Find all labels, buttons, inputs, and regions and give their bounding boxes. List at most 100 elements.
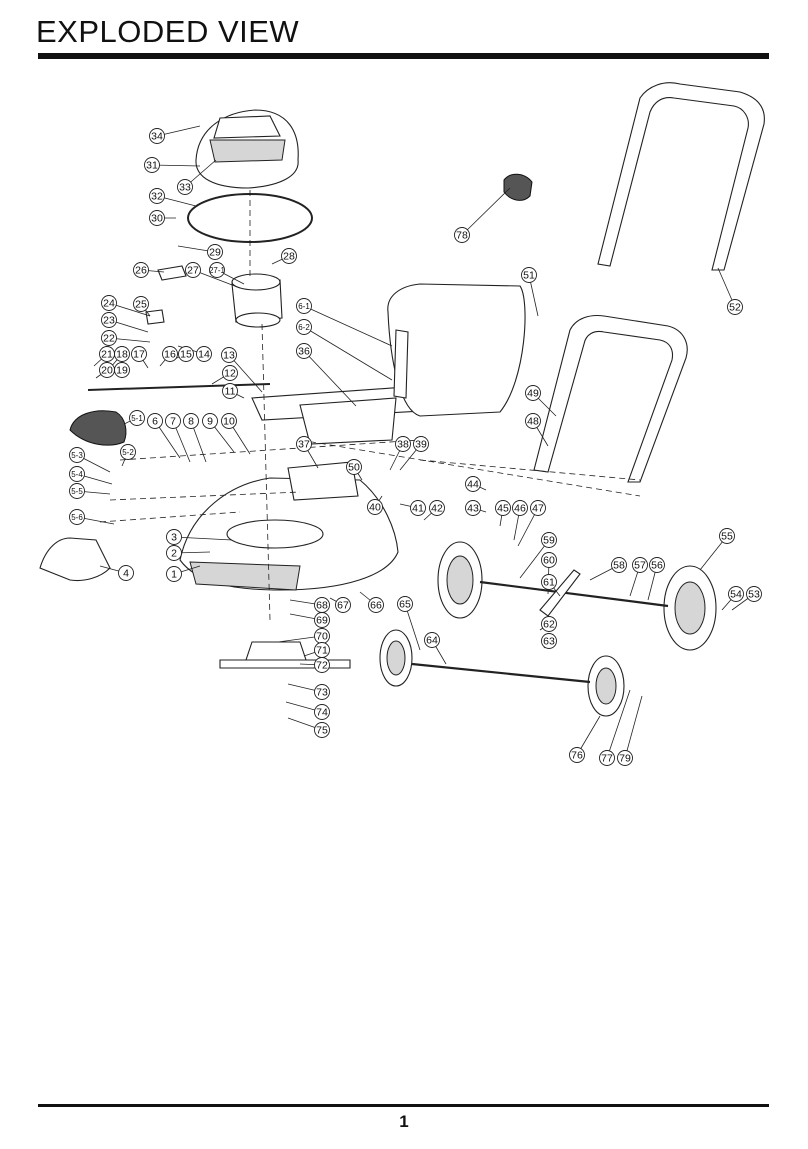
callout-label: 15 [180,349,192,361]
callout-bubble [335,597,351,613]
leader-line [519,539,550,579]
callout-bubble [166,566,182,582]
callout-label: 5-4 [71,470,83,479]
callout-34: 34 [149,125,201,144]
callout-label: 1 [171,569,177,581]
callout-bubble [101,312,117,328]
callout-bubble [649,557,665,573]
callout-bubble [69,447,85,463]
callout-bubble [133,262,149,278]
leader-line [173,536,233,541]
callout-bubble [395,436,411,452]
callout-70: 70 [277,628,330,644]
callout-label: 41 [412,503,424,515]
callout-bubble [454,227,470,243]
callout-40: 40 [367,495,383,515]
callout-bubble [424,632,440,648]
callout-58: 58 [589,557,627,581]
callout-44: 44 [465,476,487,492]
callout-72: 72 [299,657,330,673]
callout-15: 15 [171,346,194,362]
callout-bubble [202,413,218,429]
callout-label: 66 [370,600,382,612]
callout-5-5: 5-5 [69,483,111,499]
callout-label: 5-3 [71,451,83,460]
callout-label: 60 [543,555,555,567]
callout-label: 31 [146,160,158,172]
callout-label: 42 [431,503,443,515]
callout-bubble [599,750,615,766]
callout-bubble [397,596,413,612]
callout-label: 33 [179,182,191,194]
callout-45: 45 [495,500,511,527]
callout-label: 5-6 [71,513,83,522]
callout-bubble [166,545,182,561]
callout-bubble [178,346,194,362]
callout-28: 28 [271,248,297,265]
callout-10: 10 [221,413,251,455]
callout-bubble [281,248,297,264]
callout-5-6: 5-6 [69,509,115,525]
callout-27: 27 [185,262,241,289]
callout-label: 57 [634,560,646,572]
callout-bubble [541,532,557,548]
callout-label: 20 [101,365,113,377]
callout-label: 47 [532,503,544,515]
callout-label: 21 [101,349,113,361]
callout-bubble [222,365,238,381]
callout-label: 77 [601,753,613,765]
callout-label: 27 [187,265,199,277]
callout-label: 68 [316,600,328,612]
callout-66: 66 [359,591,384,613]
callout-label: 11 [225,386,236,398]
title-underline [38,53,769,59]
callout-20: 20 [95,362,115,379]
callout-label: 12 [224,368,236,380]
callout-bubble [149,210,165,226]
callout-68: 68 [289,597,330,613]
callout-14: 14 [177,345,212,362]
callout-label: 50 [348,462,360,474]
callout-bubble [512,500,528,516]
callout-71: 71 [303,642,330,658]
callout-label: 18 [116,349,128,361]
callout-47: 47 [517,500,546,547]
callout-18: 18 [109,346,130,369]
callout-label: 24 [103,298,115,310]
callout-bubble [314,684,330,700]
callout-11: 11 [222,383,245,399]
leader-line [303,350,357,407]
callout-79: 79 [617,695,643,766]
callout-bubble [413,436,429,452]
callout-bubble [101,295,117,311]
callout-label: 74 [316,707,328,719]
leader-line [624,695,643,759]
callout-bubble [728,586,744,602]
callout-bubble [465,500,481,516]
callout-label: 34 [151,131,163,143]
callout-5-4: 5-4 [69,466,113,485]
callout-bubble [118,565,134,581]
callout-bubble [541,574,557,590]
callout-label: 6-1 [298,302,310,311]
callout-32: 32 [149,188,197,207]
callout-label: 71 [316,645,328,657]
callout-74: 74 [285,701,330,720]
callout-bubble [222,383,238,399]
callout-bubble [131,346,147,362]
callout-label: 32 [151,191,163,203]
callout-label: 69 [316,615,328,627]
callout-bubble [147,413,163,429]
callout-bubble [69,509,85,525]
callout-17: 17 [131,346,149,369]
callout-59: 59 [519,532,557,579]
callout-78: 78 [454,187,511,243]
callout-bubble [521,267,537,283]
callout-39: 39 [399,436,429,471]
callout-bubble [296,343,312,359]
callout-label: 26 [135,265,147,277]
callout-label: 7 [170,416,176,428]
callout-label: 48 [527,416,539,428]
